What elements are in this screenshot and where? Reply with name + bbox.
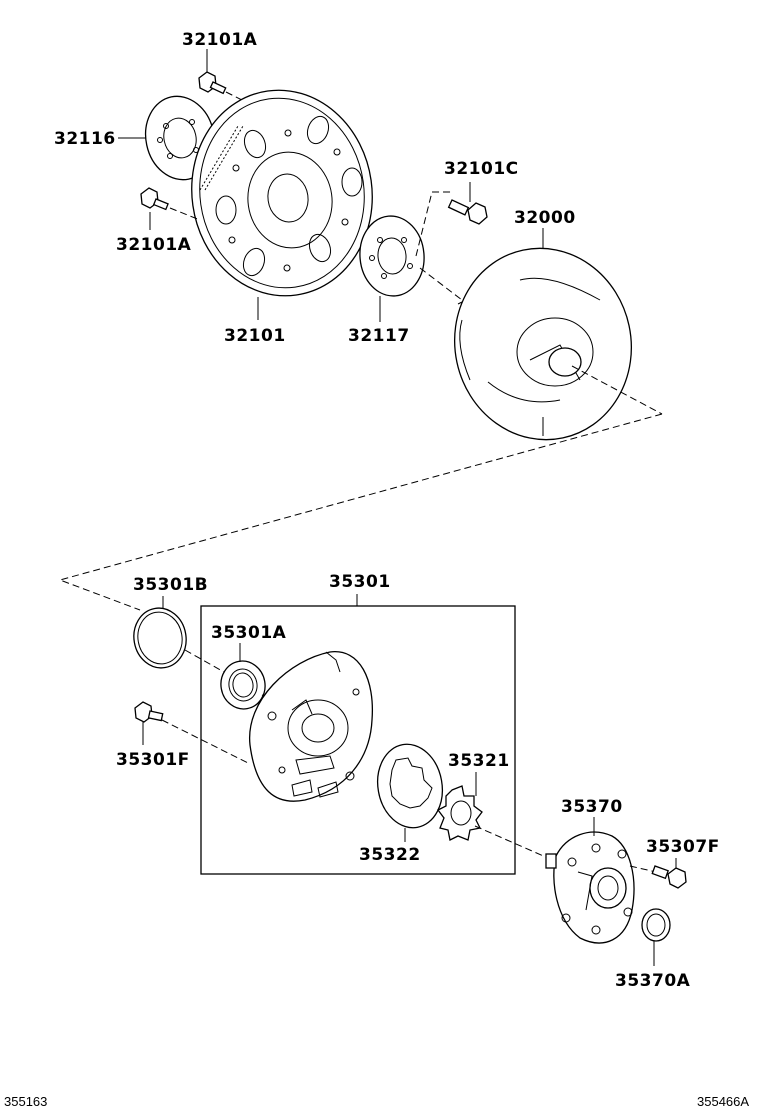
label-32101: 32101 <box>224 326 286 346</box>
bolt-32101C <box>415 191 488 257</box>
leader-lines <box>118 49 677 966</box>
torque-converter-32000 <box>453 247 663 441</box>
seal-ring-35370A <box>641 908 671 942</box>
bolt-32101A-bottom <box>140 187 201 221</box>
label-35301F: 35301F <box>116 750 190 770</box>
flywheel-32101 <box>191 89 373 297</box>
label-35301A: 35301A <box>211 623 287 643</box>
oil-seal-35301A <box>220 660 291 710</box>
label-32117: 32117 <box>348 326 410 346</box>
o-ring-35301B <box>133 607 225 673</box>
footer-right-ref: 355466A <box>697 1094 749 1109</box>
bolt-35307F <box>629 865 687 889</box>
bolt-35301F <box>134 701 251 765</box>
label-32101A-top: 32101A <box>182 30 258 50</box>
label-32116: 32116 <box>54 129 116 149</box>
label-35321: 35321 <box>448 751 510 771</box>
label-35307F: 35307F <box>646 837 720 857</box>
stator-shaft-35370 <box>545 831 635 944</box>
label-32101C: 32101C <box>444 159 519 179</box>
label-35370: 35370 <box>561 797 623 817</box>
label-35322: 35322 <box>359 845 421 865</box>
drive-gear-35321 <box>437 785 549 859</box>
label-35301B: 35301B <box>133 575 208 595</box>
label-35301: 35301 <box>329 572 391 592</box>
footer-left-ref: 355163 <box>4 1094 47 1109</box>
pump-body-group-box <box>200 605 516 875</box>
driven-gear-35322 <box>377 743 443 829</box>
label-32101A-bottom: 32101A <box>116 235 192 255</box>
plate-32117 <box>359 215 463 301</box>
label-35370A: 35370A <box>615 971 691 991</box>
label-32000: 32000 <box>514 208 576 228</box>
pump-body-35301 <box>249 651 374 802</box>
